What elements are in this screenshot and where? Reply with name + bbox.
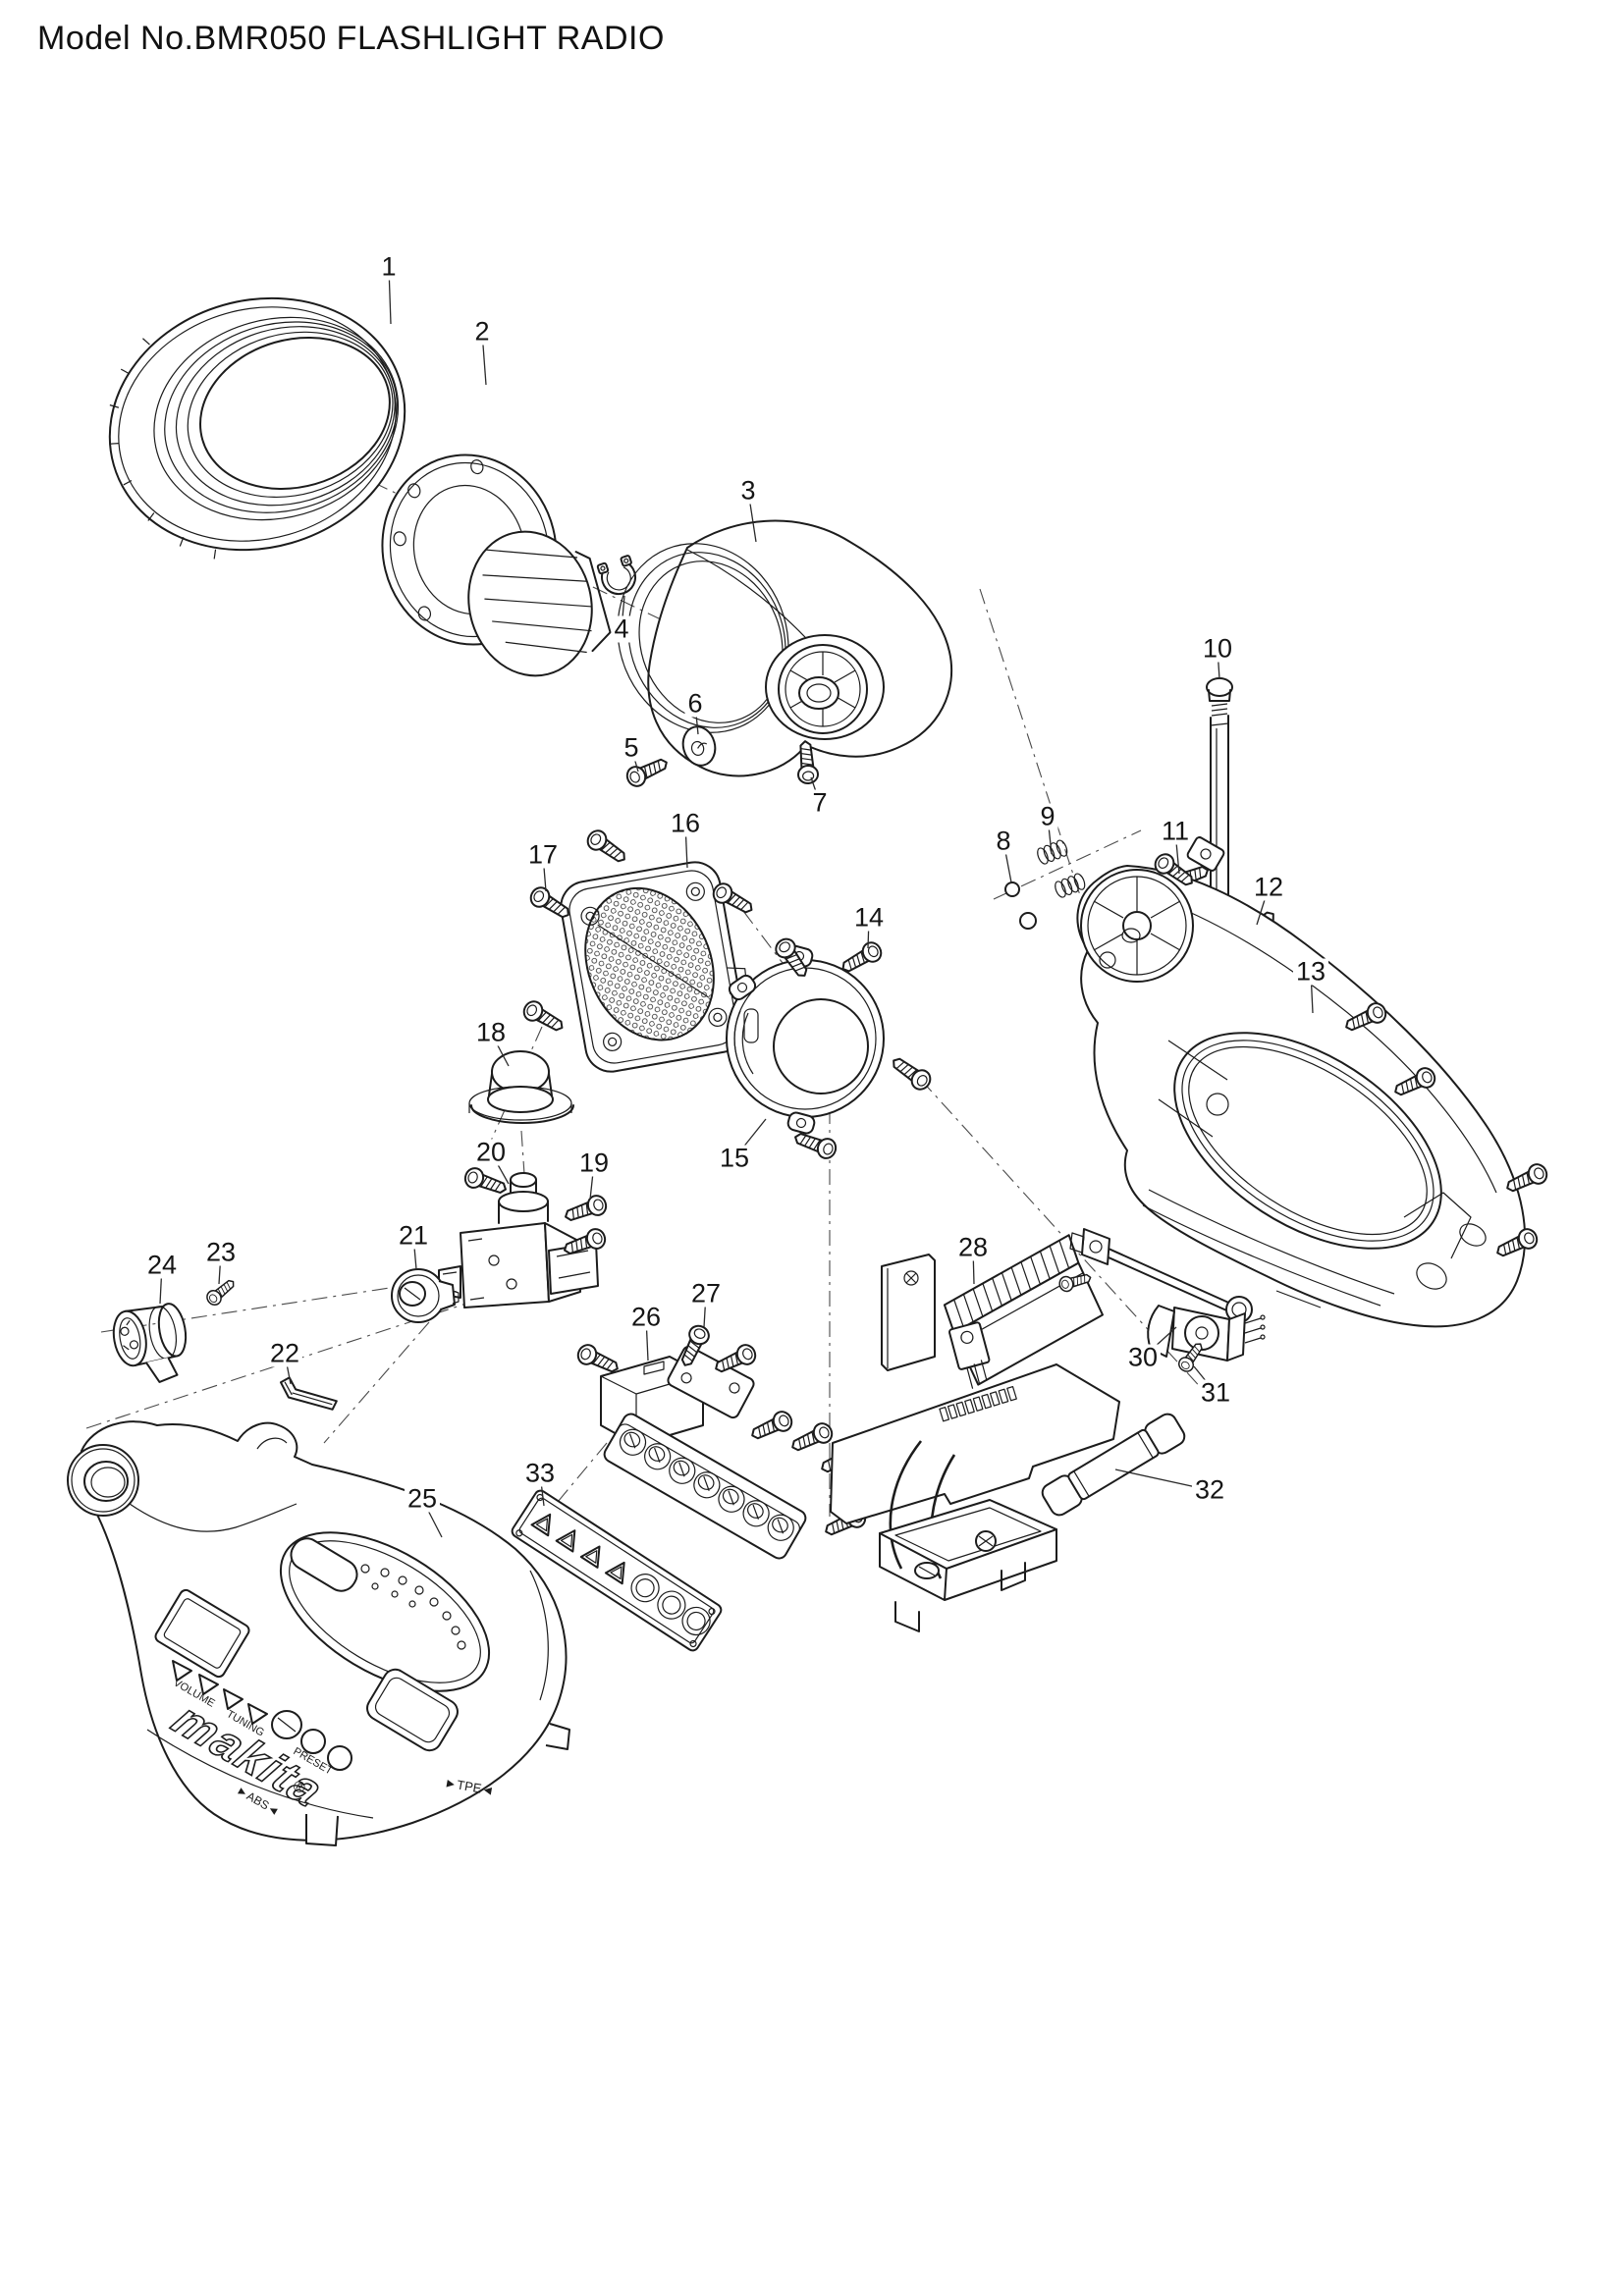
screw-16c xyxy=(519,996,568,1038)
detent-balls xyxy=(1004,881,1037,930)
part-number-15: 15 xyxy=(716,1145,753,1172)
left-housing: makita ® VOLUME TUNING PRESET ►ABS◄ ►TPE… xyxy=(67,1420,570,1846)
part-number-18: 18 xyxy=(472,1019,510,1046)
part-number-16: 16 xyxy=(667,810,704,837)
part-number-23: 23 xyxy=(202,1239,240,1266)
part-number-27: 27 xyxy=(687,1280,725,1308)
screw-26c xyxy=(746,1408,796,1446)
screw-20a xyxy=(461,1164,511,1201)
speaker-grille xyxy=(560,861,748,1073)
washer-6 xyxy=(681,725,717,767)
part-number-3: 3 xyxy=(737,477,759,505)
switch-cap xyxy=(468,1050,574,1124)
part-number-20: 20 xyxy=(472,1139,510,1166)
part-number-32: 32 xyxy=(1191,1476,1228,1504)
page-title: Model No.BMR050 FLASHLIGHT RADIO xyxy=(37,20,665,57)
screw-26d xyxy=(786,1419,837,1458)
part-number-17: 17 xyxy=(524,841,562,869)
tuning-knob xyxy=(391,1268,460,1323)
part-number-2: 2 xyxy=(471,318,493,346)
part-number-19: 19 xyxy=(575,1149,613,1177)
part-number-5: 5 xyxy=(621,734,642,762)
screw-15c xyxy=(790,1126,839,1162)
spring-9a xyxy=(1035,837,1070,867)
screw-15b xyxy=(887,1051,936,1095)
part-number-25: 25 xyxy=(404,1485,441,1513)
screw-23 xyxy=(204,1276,238,1308)
part-number-12: 12 xyxy=(1250,874,1287,901)
button-pad xyxy=(511,1489,723,1652)
part-number-4: 4 xyxy=(611,615,632,643)
lens-ring xyxy=(108,296,406,560)
reflector-assembly xyxy=(381,454,612,677)
part-number-33: 33 xyxy=(521,1460,559,1487)
part-number-22: 22 xyxy=(266,1340,303,1367)
part-number-30: 30 xyxy=(1124,1344,1162,1371)
part-number-31: 31 xyxy=(1197,1379,1234,1407)
drive-unit xyxy=(112,1303,188,1383)
part-number-1: 1 xyxy=(378,253,400,281)
wire-clip xyxy=(279,1376,338,1411)
part-number-21: 21 xyxy=(395,1222,432,1250)
spring-9b xyxy=(1053,871,1088,900)
main-pcb-assembly xyxy=(830,1234,1120,1632)
part-number-13: 13 xyxy=(1292,958,1329,986)
part-number-6: 6 xyxy=(684,690,706,718)
part-number-26: 26 xyxy=(627,1304,665,1331)
lamp-housing xyxy=(617,519,953,777)
part-number-9: 9 xyxy=(1037,803,1058,830)
lever-switch-assembly xyxy=(1069,1228,1266,1362)
part-number-10: 10 xyxy=(1199,635,1236,663)
part-number-8: 8 xyxy=(993,828,1014,855)
part-number-28: 28 xyxy=(954,1234,992,1261)
battery-terminal-unit xyxy=(600,1345,807,1560)
part-number-7: 7 xyxy=(809,789,831,817)
part-number-24: 24 xyxy=(143,1252,181,1279)
screw-19a xyxy=(561,1192,610,1228)
speaker xyxy=(726,944,885,1135)
right-housing xyxy=(1076,836,1526,1328)
screw-16a xyxy=(582,826,631,869)
part-number-11: 11 xyxy=(1158,818,1193,845)
fuse xyxy=(1041,1413,1186,1517)
part-number-14: 14 xyxy=(850,904,888,932)
